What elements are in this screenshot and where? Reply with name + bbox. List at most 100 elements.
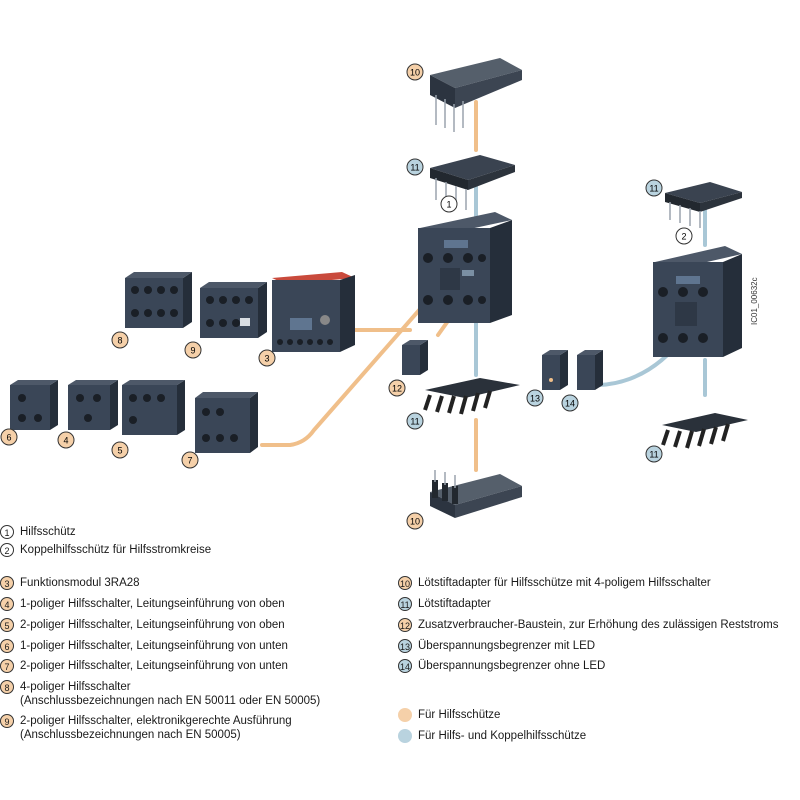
legend-text: 1-poliger Hilfsschalter, Leitungseinführ… xyxy=(20,640,288,652)
callout-10-top: 10 xyxy=(406,63,424,81)
aux-switch-8 xyxy=(125,272,192,328)
legend-text: Koppelhilfsschütz für Hilfsstromkreise xyxy=(20,544,212,556)
aux-switch-7 xyxy=(195,392,258,453)
adapter-10-bottom xyxy=(430,470,522,518)
callout-13: 13 xyxy=(526,389,544,407)
legend-item-10: 10 Lötstiftadapter für Hilfsschütze mit 4… xyxy=(398,576,711,590)
callout-7-text: 7 xyxy=(187,456,192,466)
callout-1: 1 xyxy=(440,195,458,213)
legend-text: 2-poliger Hilfsschalter, Leitungseinführ… xyxy=(20,619,285,631)
legend-badge: 7 xyxy=(0,659,14,673)
callout-8-text: 8 xyxy=(117,336,122,346)
legend-badge: 5 xyxy=(0,618,14,632)
callout-10-bottom-text: 10 xyxy=(410,517,420,527)
callout-6-text: 6 xyxy=(6,433,11,443)
callout-2-text: 2 xyxy=(681,232,686,242)
legend-item-12: 12 Zusatzverbraucher-Baustein, zur Erhöhu… xyxy=(398,618,779,632)
callout-13-text: 13 xyxy=(530,394,540,404)
legend-text: Hilfsschütz xyxy=(20,526,76,538)
legend-item-1: 1 Hilfsschütz xyxy=(0,525,76,539)
legend-item-8: 8 4-poliger Hilfsschalter (Anschlussbezei… xyxy=(0,680,320,708)
aux-switch-6 xyxy=(10,380,58,430)
callout-9: 9 xyxy=(184,341,202,359)
aux-switch-5 xyxy=(122,380,185,435)
legend-badge: 11 xyxy=(398,597,412,611)
adapter-11-bottom-right xyxy=(661,413,748,449)
callout-3-text: 3 xyxy=(264,354,269,364)
callout-5-text: 5 xyxy=(117,446,122,456)
callout-1-text: 1 xyxy=(446,200,451,210)
legend-badge: 1 xyxy=(0,525,14,539)
aux-switch-9 xyxy=(200,282,267,338)
legend-text: Lötstiftadapter xyxy=(418,598,491,610)
legend-item-14: 14 Überspannungsbegrenzer ohne LED xyxy=(398,659,605,673)
legend-badge: 8 xyxy=(0,680,14,694)
callout-14-text: 14 xyxy=(565,399,575,409)
coupling-contactor-2 xyxy=(653,246,742,357)
legend-text: Lötstiftadapter für Hilfsschütze mit 4-p… xyxy=(418,577,711,589)
legend-badge: 3 xyxy=(0,576,14,590)
callout-5: 5 xyxy=(111,441,129,459)
aux-switch-4 xyxy=(68,380,118,430)
function-module-3 xyxy=(272,272,355,352)
callout-11-right-bottom: 11 xyxy=(645,445,663,463)
legend-badge: 13 xyxy=(398,639,412,653)
color-key-orange: Für Hilfsschütze xyxy=(398,708,500,722)
color-key-blue: Für Hilfs- und Koppelhilfsschütze xyxy=(398,729,586,743)
legend-badge: 12 xyxy=(398,618,412,632)
figure-code: IC01_00632c xyxy=(750,277,759,325)
legend-item-2: 2 Koppelhilfsschütz für Hilfsstromkreise xyxy=(0,543,211,557)
orange-swatch xyxy=(398,708,412,722)
surge-suppressor-14 xyxy=(577,350,603,390)
legend-item-13: 13 Überspannungsbegrenzer mit LED xyxy=(398,639,595,653)
legend-item-5: 5 2-poliger Hilfsschalter, Leitungseinfüh… xyxy=(0,618,285,632)
callout-11-right-top-text: 11 xyxy=(649,184,658,194)
legend-text: Überspannungsbegrenzer mit LED xyxy=(418,640,596,652)
callout-12: 12 xyxy=(388,379,406,397)
surge-suppressor-13 xyxy=(542,350,568,390)
callout-14: 14 xyxy=(561,394,579,412)
callout-11-right-top: 11 xyxy=(645,179,663,197)
color-key-text: Für Hilfsschütze xyxy=(418,709,501,721)
callout-11-top-text: 11 xyxy=(410,163,419,173)
legend-item-11: 11 Lötstiftadapter xyxy=(398,597,491,611)
legend-item-9: 9 2-poliger Hilfsschalter, elektronikgere… xyxy=(0,714,292,742)
callout-3: 3 xyxy=(258,349,276,367)
adapter-11-top-right xyxy=(665,182,742,228)
callout-11-mid-text: 11 xyxy=(410,417,419,427)
legend-text: 1-poliger Hilfsschalter, Leitungseinführ… xyxy=(20,598,285,610)
adapter-10-top xyxy=(430,58,522,132)
legend-badge: 2 xyxy=(0,543,14,557)
legend-text: Zusatzverbraucher-Baustein, zur Erhöhung… xyxy=(418,619,779,631)
color-key-text: Für Hilfs- und Koppelhilfsschütze xyxy=(418,730,587,742)
callout-10-bottom: 10 xyxy=(406,512,424,530)
callout-4: 4 xyxy=(57,431,75,449)
legend-text: 2-poliger Hilfsschalter, elektronikgerec… xyxy=(20,715,292,741)
adapter-11-bottom-center xyxy=(423,378,520,415)
legend-badge: 4 xyxy=(0,597,14,611)
orange-line-7 xyxy=(260,298,430,447)
legend-text: 4-poliger Hilfsschalter (Anschlussbezeic… xyxy=(20,681,321,707)
callout-11-top: 11 xyxy=(406,158,424,176)
callout-11-right-bottom-text: 11 xyxy=(649,450,658,460)
legend-badge: 10 xyxy=(398,576,412,590)
contactor-1 xyxy=(418,212,512,323)
callout-2: 2 xyxy=(675,227,693,245)
callout-12-text: 12 xyxy=(392,384,402,394)
callout-10-top-text: 10 xyxy=(410,68,420,78)
legend-text: Funktionsmodul 3RA28 xyxy=(20,577,140,589)
legend-badge: 9 xyxy=(0,714,14,728)
legend-text: Überspannungsbegrenzer ohne LED xyxy=(418,660,606,672)
callout-11-mid: 11 xyxy=(406,412,424,430)
callout-9-text: 9 xyxy=(190,346,195,356)
legend-badge: 14 xyxy=(398,659,412,673)
callout-6: 6 xyxy=(0,428,18,446)
legend-item-3: 3 Funktionsmodul 3RA28 xyxy=(0,576,140,590)
callout-8: 8 xyxy=(111,331,129,349)
legend-item-4: 4 1-poliger Hilfsschalter, Leitungseinfüh… xyxy=(0,597,285,611)
blue-swatch xyxy=(398,729,412,743)
callouts: 10 11 1 8 9 3 6 4 5 7 12 11 10 11 2 13 1… xyxy=(0,63,693,530)
